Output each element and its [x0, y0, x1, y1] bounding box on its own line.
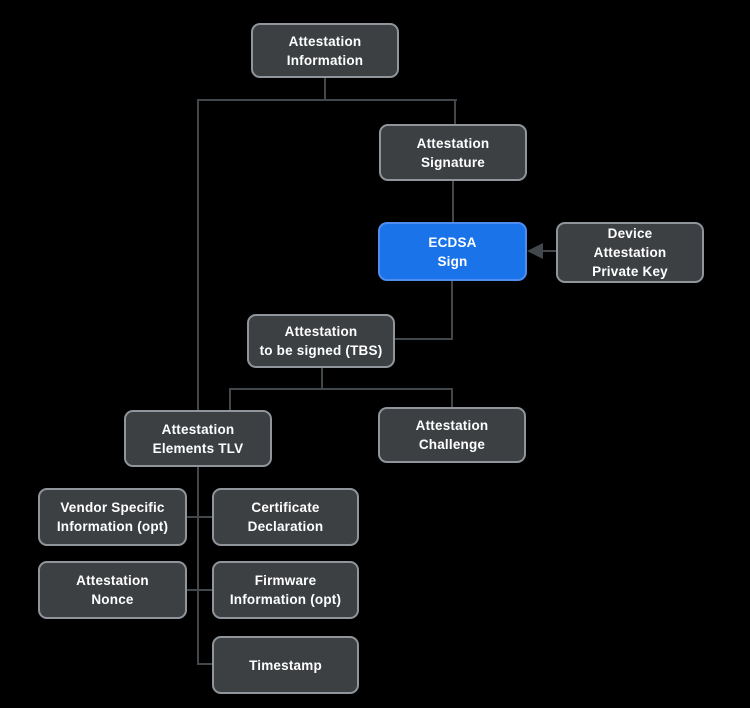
connector-key-to-ecdsa	[541, 250, 556, 252]
node-device-attestation-private-key: Device Attestation Private Key	[556, 222, 704, 283]
node-label: Certificate Declaration	[247, 500, 324, 534]
node-label: Attestation Elements TLV	[152, 421, 244, 456]
connector-tbs-down	[321, 368, 323, 390]
node-label: Attestation Information	[286, 33, 364, 68]
connector-stub-timestamp	[197, 663, 212, 665]
node-attestation-elements-tlv: Attestation Elements TLV	[124, 410, 272, 467]
node-timestamp: Timestamp	[212, 636, 359, 694]
connector-stub-row2	[187, 589, 212, 591]
node-firmware-information: Firmware Information (opt)	[212, 561, 359, 619]
node-vendor-specific-information: Vendor Specific Information (opt)	[38, 488, 187, 546]
node-attestation-signature: Attestation Signature	[379, 124, 527, 181]
connector-to-tbs	[395, 338, 453, 340]
node-label: Timestamp	[249, 657, 322, 673]
node-attestation-tbs: Attestation to be signed (TBS)	[247, 314, 395, 368]
connector-signature-to-ecdsa	[452, 181, 454, 222]
node-label: Firmware Information (opt)	[229, 573, 342, 607]
node-attestation-challenge: Attestation Challenge	[378, 407, 526, 463]
node-label: Vendor Specific Information (opt)	[56, 500, 169, 534]
node-ecdsa-sign: ECDSA Sign	[378, 222, 527, 281]
connector-tbs-branch	[229, 388, 453, 390]
connector-info-down	[324, 78, 326, 101]
node-label: Attestation Signature	[416, 135, 490, 170]
connector-elements-trunk	[197, 467, 199, 665]
node-label: Attestation Nonce	[76, 573, 149, 607]
node-attestation-information: Attestation Information	[251, 23, 399, 78]
node-certificate-declaration: Certificate Declaration	[212, 488, 359, 546]
connector-to-elements-tlv	[229, 390, 231, 410]
arrow-left-icon	[527, 243, 543, 259]
connector-stub-row1	[187, 516, 212, 518]
node-label: ECDSA Sign	[428, 234, 477, 269]
connector-info-to-elements	[197, 101, 199, 410]
connector-top-branch	[197, 99, 457, 101]
connector-to-challenge	[451, 390, 453, 407]
node-label: Attestation Challenge	[415, 418, 489, 452]
connector-to-signature	[454, 101, 456, 124]
node-attestation-nonce: Attestation Nonce	[38, 561, 187, 619]
node-label: Device Attestation Private Key	[592, 226, 668, 279]
connector-ecdsa-down	[451, 281, 453, 340]
node-label: Attestation to be signed (TBS)	[259, 324, 383, 358]
